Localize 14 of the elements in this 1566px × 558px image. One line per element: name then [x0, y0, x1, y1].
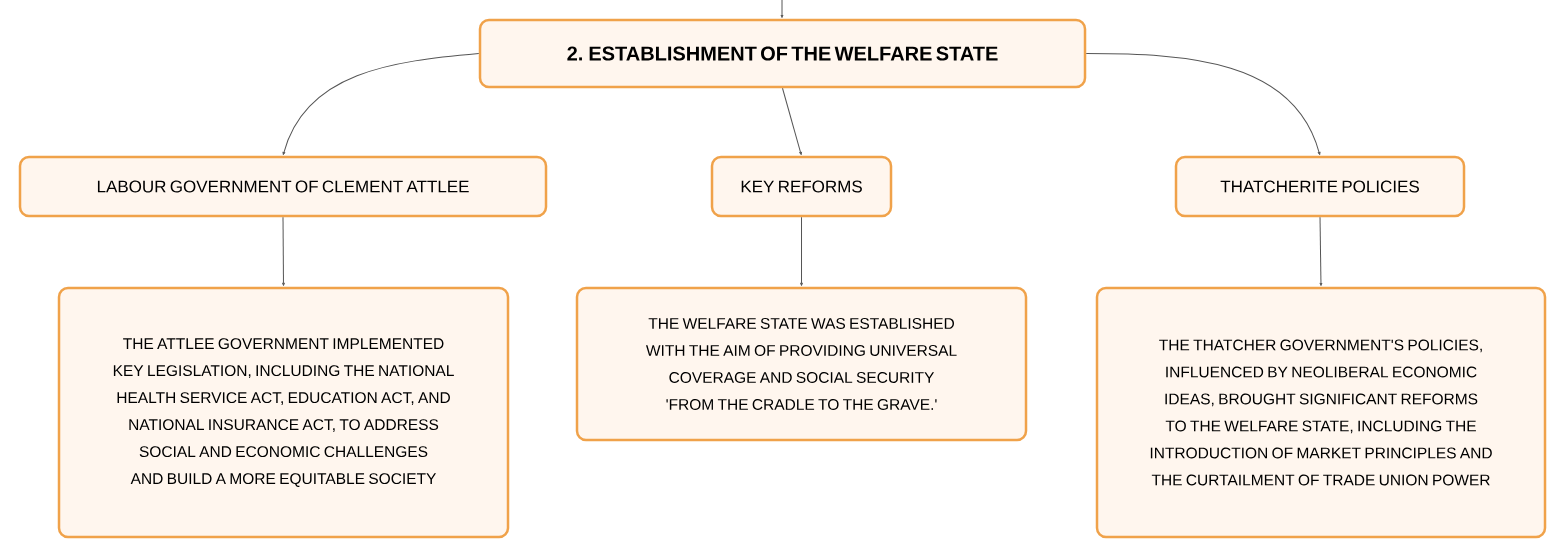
description-box: THE THATCHER GOVERNMENT'S POLICIES, INFLUENCED BY NEOLIBERAL ECONOMIC IDEAS, BROUGHT SIGNIFICANT REFORMS TO THE WELFARE STATE, INCLUDING THE INTRODUCTION OF MARKET PRINCIPLES AND THE CURTAILMENT OF TRADE UNION POWER — [1095, 286, 1547, 539]
description-box: THE WELFARE STATE WAS ESTABLISHED WITH THE AIM OF PROVIDING UNIVERSAL COVERAGE AND SOCIAL SECURITY 'FROM THE CRADLE TO THE GRAVE.' — [575, 286, 1028, 442]
topic-box: LABOUR GOVERNMENT OF CLEMENT ATTLEE — [18, 155, 548, 218]
arrow — [282, 216, 285, 287]
arrow — [782, 87, 802, 156]
title-box: 2. ESTABLISHMENT OF THE WELFARE STATE — [478, 18, 1087, 89]
arrow — [282, 53, 480, 156]
topic-box: THATCHERITE POLICIES — [1174, 155, 1466, 218]
arrow — [1085, 53, 1321, 156]
arrow — [780, 0, 784, 19]
arrow — [800, 216, 803, 287]
description-box: THE ATTLEE GOVERNMENT IMPLEMENTED KEY LEGISLATION, INCLUDING THE NATIONAL HEALTH SERVICE ACT, EDUCATION ACT, AND NATIONAL INSURANCE ACT, TO ADDRESS SOCIAL AND ECONOMIC CHALLENGES AND BUILD A MORE EQUITABLE SOCIETY — [57, 286, 510, 539]
topic-box: KEY REFORMS — [710, 155, 893, 218]
arrow — [1319, 216, 1323, 287]
